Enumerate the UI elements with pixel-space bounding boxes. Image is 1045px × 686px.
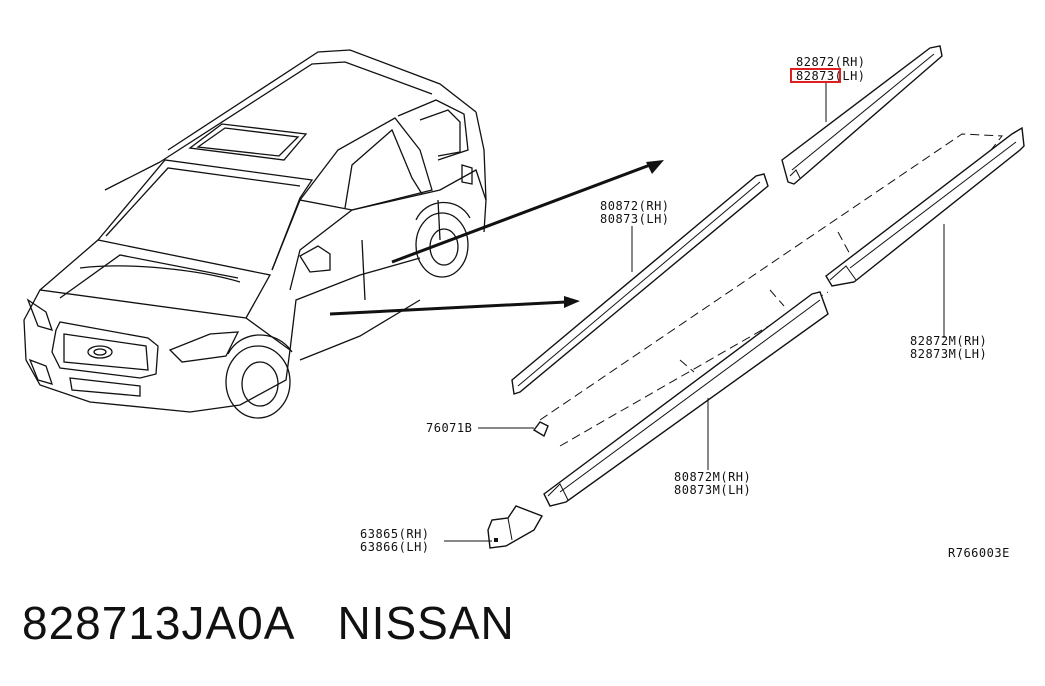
front-upper-molding-part — [511, 173, 769, 395]
leader-lines — [444, 82, 945, 542]
callout-trim-upper-rh: 82872(RH) — [796, 55, 866, 69]
callout-front-upper-lh: 80873(LH) — [600, 212, 670, 226]
roof-trim-part — [781, 45, 943, 185]
callout-clip: 76071B — [426, 421, 472, 435]
callout-trim-upper-lh: 82873(LH) — [796, 69, 866, 83]
rear-lower-molding-part — [825, 126, 1025, 287]
bracket-part — [487, 505, 544, 549]
callout-rear-lower-lh: 82873M(LH) — [910, 347, 987, 361]
clip-part — [532, 421, 549, 438]
callout-front-lower-lh: 80873M(LH) — [674, 483, 751, 497]
pointer-arrows — [329, 160, 664, 316]
part-number: 828713JA0A — [22, 597, 296, 649]
callout-front-upper-rh: 80872(RH) — [600, 199, 670, 213]
brand-name: NISSAN — [337, 597, 515, 649]
exploded-parts-diagram: 82872(RH) 82873(LH) 80872(RH) 80873(LH) … — [23, 45, 1025, 560]
highlight-box — [790, 68, 841, 83]
diagram-code: R766003E — [948, 546, 1010, 560]
vehicle-illustration — [23, 49, 487, 419]
callout-bracket-rh: 63865(RH) — [360, 527, 430, 541]
callout-front-lower-rh: 80872M(RH) — [674, 470, 751, 484]
callout-rear-lower-rh: 82872M(RH) — [910, 334, 987, 348]
part-caption: 828713JA0A NISSAN — [22, 596, 515, 650]
callout-bracket-lh: 63866(LH) — [360, 540, 430, 554]
front-lower-molding-part — [543, 291, 829, 507]
